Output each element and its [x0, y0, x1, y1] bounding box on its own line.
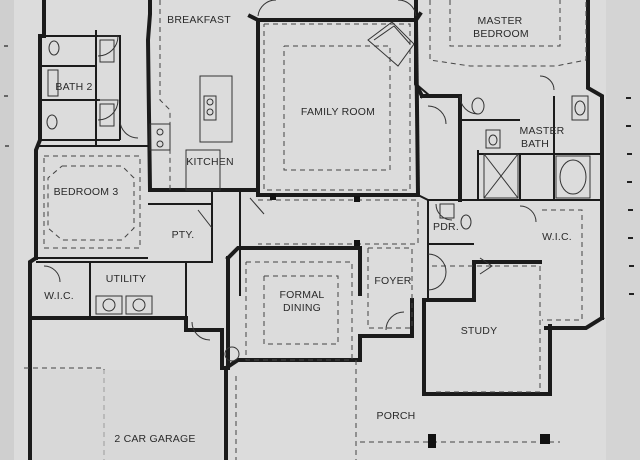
- door-swings: [43, 0, 555, 341]
- label-foyer: FOYER: [374, 275, 411, 287]
- label-master-bath-line1: MASTER: [520, 125, 565, 137]
- page-left-edge: [0, 0, 14, 460]
- fixtures: [46, 21, 591, 448]
- garage-floor: [32, 370, 222, 460]
- label-pty: PTY.: [172, 229, 195, 241]
- label-wic-left: W.I.C.: [44, 290, 74, 302]
- label-formal-dining-line2: DINING: [283, 302, 321, 314]
- label-bath-2: BATH 2: [55, 81, 92, 93]
- ceiling-outlines: [24, 0, 587, 460]
- label-study: STUDY: [461, 325, 498, 337]
- label-pdr: PDR.: [433, 221, 459, 233]
- label-breakfast: BREAKFAST: [167, 14, 231, 26]
- label-utility: UTILITY: [106, 273, 147, 285]
- label-kitchen: KITCHEN: [186, 156, 234, 168]
- label-family-room: FAMILY ROOM: [301, 106, 375, 118]
- margin-tick-marks: [626, 97, 634, 295]
- left-margin-marks: [4, 45, 9, 147]
- room-labels: BREAKFAST MASTER BEDROOM BATH 2 FAMILY R…: [44, 14, 572, 445]
- label-bedroom-3: BEDROOM 3: [54, 186, 119, 198]
- label-formal-dining-line1: FORMAL: [280, 289, 325, 301]
- label-master-bedroom-line1: MASTER: [478, 15, 523, 27]
- label-porch: PORCH: [377, 410, 416, 422]
- label-master-bath-line2: BATH: [521, 138, 549, 150]
- label-master-bedroom-line2: BEDROOM: [473, 28, 529, 40]
- page-right-margin: [606, 0, 640, 460]
- label-garage: 2 CAR GARAGE: [114, 433, 195, 445]
- label-wic-right: W.I.C.: [542, 231, 572, 243]
